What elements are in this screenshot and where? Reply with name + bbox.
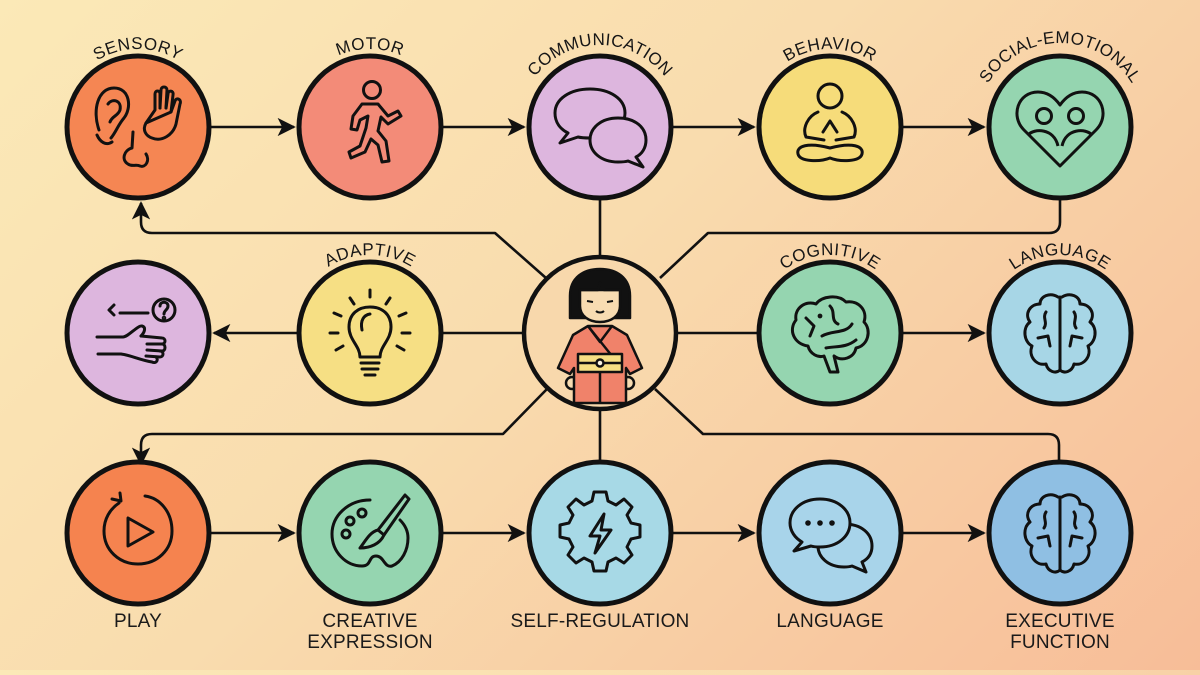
chat-dots-icon [788, 497, 874, 574]
node-center-child [521, 254, 679, 412]
node-adaptive: ADAPTIVE [296, 240, 444, 407]
label-play: PLAY [114, 611, 162, 632]
label-executive-line2: FUNCTION [1010, 632, 1110, 653]
label-creative-line1: CREATIVE [322, 611, 418, 632]
node-hand-question [64, 259, 212, 407]
heart-people-icon [1015, 90, 1105, 168]
child-kimono-icon [556, 267, 644, 405]
label-language-bottom: LANGUAGE [776, 611, 884, 632]
node-self-regulation [526, 459, 674, 607]
label-executive-function: EXECUTIVE FUNCTION [950, 611, 1170, 653]
lightbulb-icon [328, 288, 412, 377]
meditating-person-icon [796, 82, 864, 163]
palette-brush-icon [330, 493, 411, 568]
node-motor: MOTOR [296, 34, 444, 201]
brain-top-icon [1023, 293, 1097, 374]
node-behavior: BEHAVIOR [756, 34, 904, 201]
edge-center-executive [654, 388, 1061, 467]
node-creative-expression [296, 459, 444, 607]
node-cognitive: COGNITIVE [756, 240, 904, 407]
node-executive-function [986, 459, 1134, 607]
label-creative-line2: EXPRESSION [307, 632, 433, 653]
brain-top-icon [1023, 493, 1097, 574]
label-creative-expression: CREATIVE EXPRESSION [260, 611, 480, 653]
brain-side-icon [791, 295, 870, 374]
connectors [131, 117, 1062, 543]
node-language-bottom [756, 459, 904, 607]
edge-social-center [659, 200, 1062, 279]
node-communication: COMMUNICATION [524, 30, 676, 201]
node-language-mid: LANGUAGE [986, 240, 1134, 407]
gear-lightning-icon [558, 490, 642, 573]
ear-nose-hand-icon [94, 85, 182, 168]
edge-center-sensory [131, 201, 547, 279]
node-sensory: SENSORY [64, 34, 212, 201]
play-cycle-icon [102, 491, 174, 566]
node-play [64, 459, 212, 607]
hand-question-icon [95, 297, 177, 364]
label-self-regulation: SELF-REGULATION [510, 611, 690, 632]
edge-center-play [131, 388, 548, 466]
speech-bubbles-icon [553, 87, 648, 169]
node-social-emotional: SOCIAL-EMOTIONAL [975, 28, 1144, 201]
running-person-icon [347, 80, 403, 164]
label-executive-line1: EXECUTIVE [1005, 611, 1115, 632]
